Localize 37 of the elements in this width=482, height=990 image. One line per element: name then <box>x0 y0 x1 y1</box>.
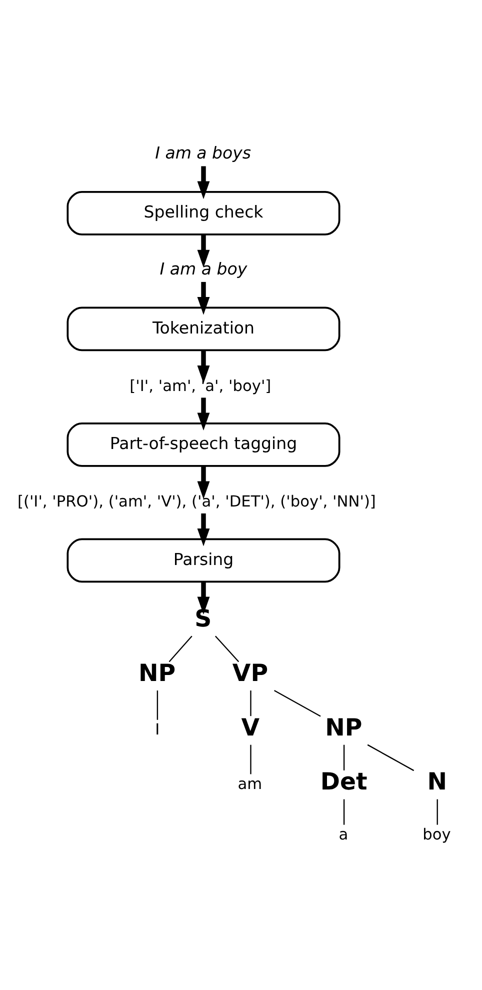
node-box: Spelling check <box>66 190 340 235</box>
arrow <box>197 234 210 268</box>
connector <box>343 798 345 824</box>
connector <box>343 744 345 770</box>
arrow <box>197 581 210 614</box>
node-text: N <box>427 767 448 796</box>
node-text: boy <box>422 825 451 844</box>
arrow <box>197 166 210 199</box>
node-text: VP <box>232 658 268 686</box>
arrow <box>197 512 210 546</box>
connector <box>436 798 438 824</box>
node-text: I <box>155 720 160 738</box>
connector <box>274 689 321 716</box>
node-box: Parsing <box>66 538 340 582</box>
connector <box>168 635 192 662</box>
node-text: a <box>338 825 348 844</box>
arrow <box>197 397 210 430</box>
node-box: Tokenization <box>66 306 340 351</box>
arrow <box>197 281 210 314</box>
arrow <box>197 466 210 499</box>
connector <box>156 690 158 720</box>
node-text: I am a boys <box>155 143 251 162</box>
node-text: [('I', 'PRO'), ('am', 'V'), ('a', 'DET'), ('boy', 'NN')] <box>17 492 376 510</box>
node-box: Part-of-speech tagging <box>66 422 340 466</box>
node-text: NP <box>138 658 176 686</box>
node-text: NP <box>325 712 362 741</box>
connector <box>250 690 252 716</box>
node-text: V <box>241 712 260 741</box>
connector <box>367 744 414 771</box>
connector <box>250 744 252 774</box>
node-text: ['I', 'am', 'a', 'boy'] <box>130 376 272 394</box>
arrow <box>197 350 210 383</box>
node-text: I am a boy <box>160 258 248 278</box>
node-text: Det <box>320 767 368 796</box>
connector <box>214 635 240 662</box>
node-text: am <box>238 774 262 792</box>
node-text: S <box>194 604 212 632</box>
